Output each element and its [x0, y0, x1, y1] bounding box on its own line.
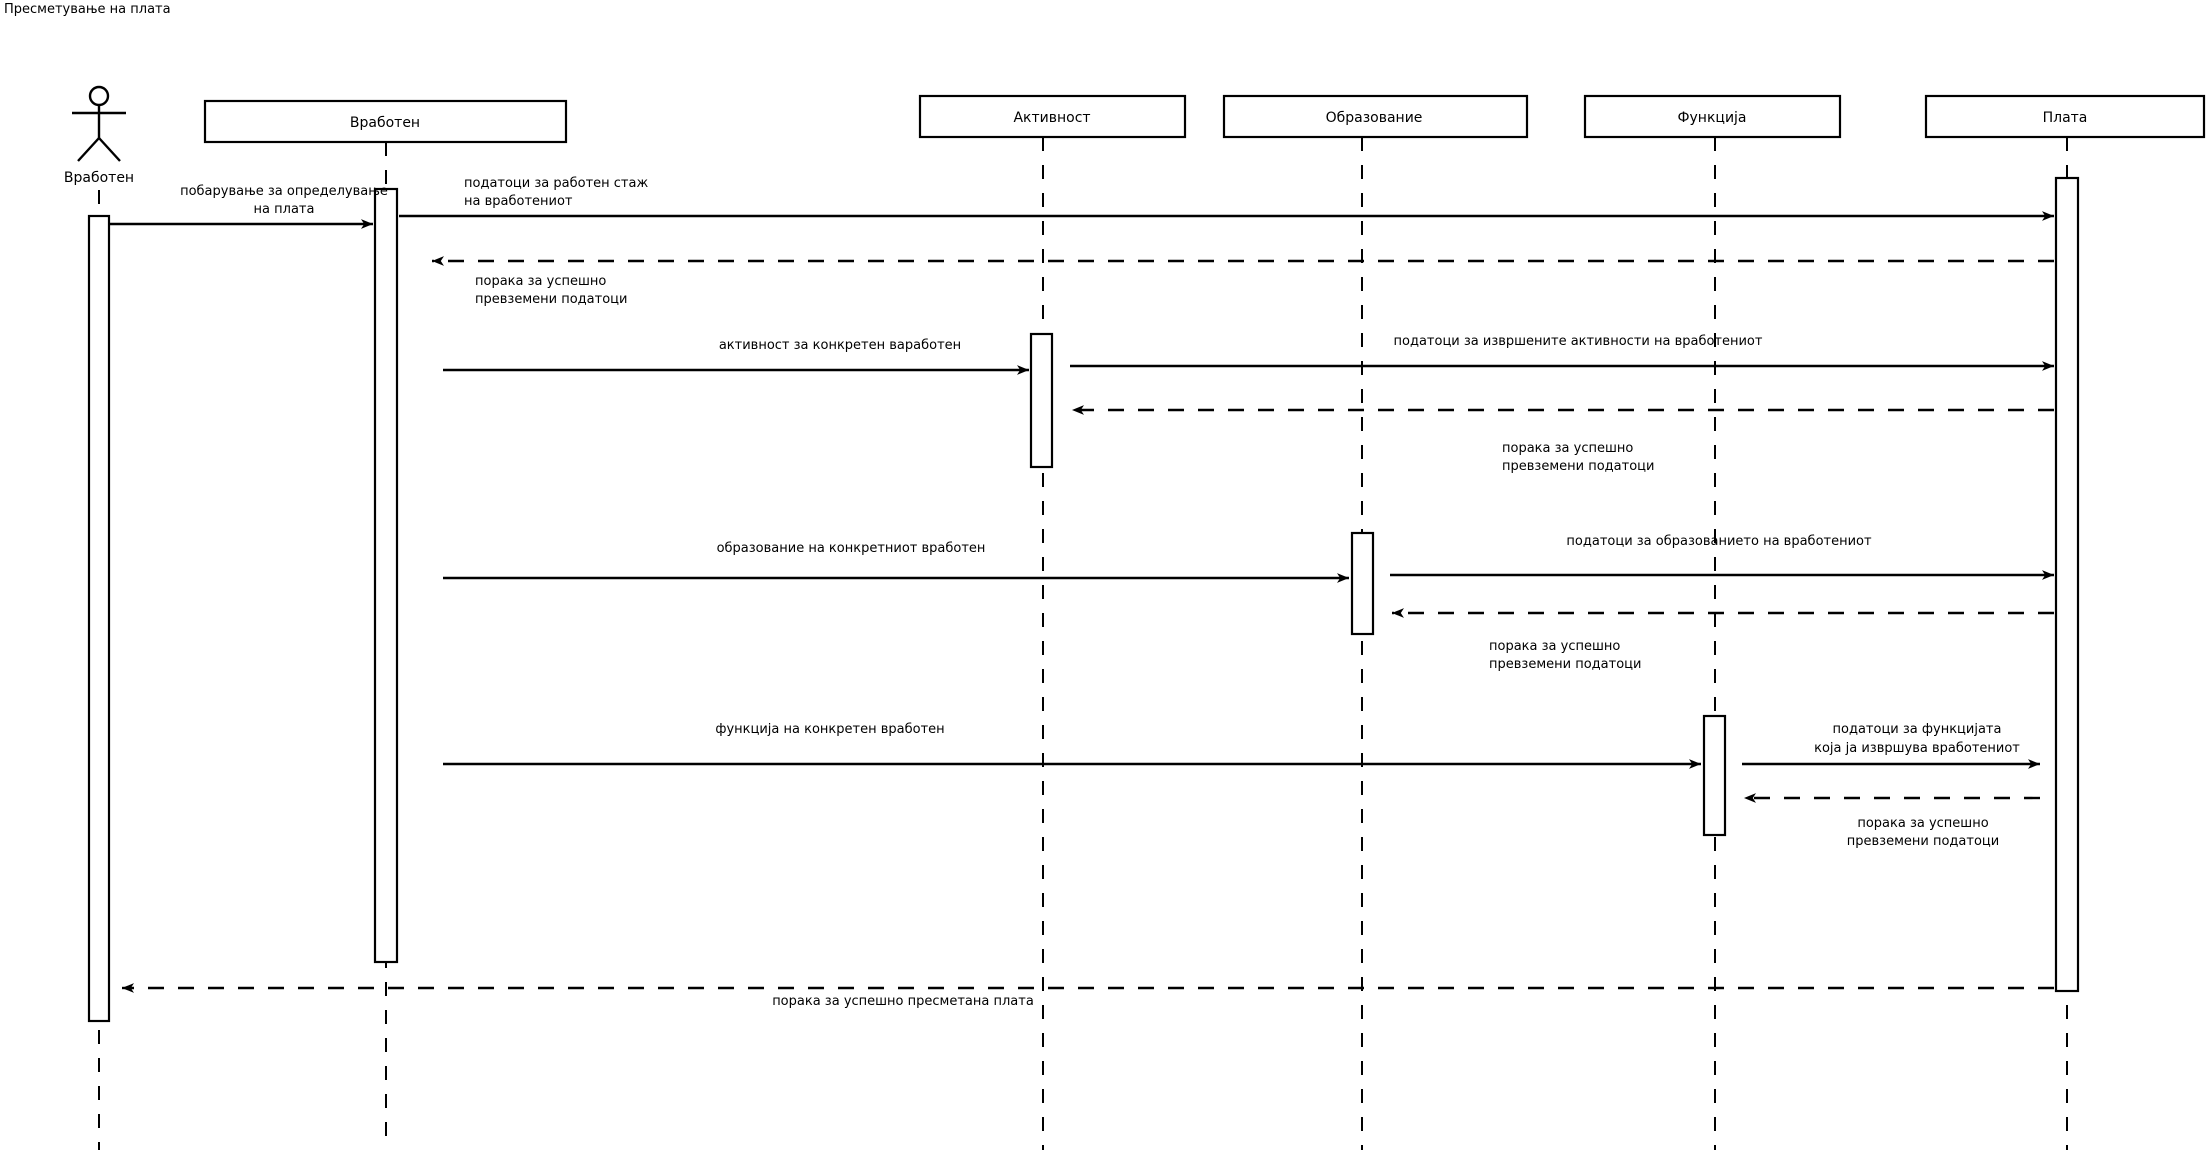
message-m3-label-line1: порака за успешно [475, 274, 606, 289]
message-m6-label-line1: порака за успешно [1502, 441, 1633, 456]
lifeline-label-aktivnost: Активност [1013, 110, 1090, 126]
lifeline-head-aktivnost[interactable]: Активност [918, 94, 1187, 139]
actor-leg-right-icon [98, 137, 121, 162]
activation-bar-funkcija [1702, 714, 1727, 837]
lifeline-label-vraboten: Вработен [350, 115, 420, 131]
lifeline-box-obrazovanie [1222, 94, 1529, 139]
message-m4[interactable]: активност за конкретен ваработен [443, 338, 1029, 375]
message-m3[interactable]: порака за успешно превземени податоци [432, 256, 2054, 307]
message-m2-label-line1: податоци за работен стаж [464, 176, 648, 191]
actor-vraboten[interactable]: Вработен [64, 85, 134, 186]
message-m9-label-line1: порака за успешно [1489, 639, 1620, 654]
message-m5[interactable]: податоци за извршените активности на вра… [1070, 334, 2054, 371]
message-m1[interactable]: побарување за определување на плата [110, 184, 388, 229]
message-m2-label-line2: на вработениот [464, 194, 573, 209]
message-m12-label-line2: превземени податоци [1847, 834, 1999, 849]
activation-bar-actor [87, 214, 111, 1023]
message-m4-label-line1: активност за конкретен ваработен [719, 338, 961, 353]
lifeline-label-funkcija: Функција [1677, 110, 1746, 126]
message-m11[interactable]: податоци за функцијата која ја извршува … [1742, 722, 2040, 769]
message-m9-label-line2: превземени податоци [1489, 657, 1641, 672]
message-m13[interactable]: порака за успешно пресметана плата [122, 983, 2054, 1009]
message-m8[interactable]: податоци за образованието на вработениот [1390, 534, 2054, 580]
message-m9[interactable]: порака за успешно превземени податоци [1392, 608, 2054, 672]
actor-stick-figure-icon [88, 85, 110, 107]
message-m7-label-line1: образование на конкретниот вработен [717, 541, 986, 556]
lifeline-label-obrazovanie: Образование [1326, 110, 1423, 126]
message-m8-label-line1: податоци за образованието на вработениот [1566, 534, 1872, 549]
message-m10[interactable]: функција на конкретен вработен [443, 722, 1701, 769]
message-m6-label-line2: превземени податоци [1502, 459, 1654, 474]
activation-bar-vraboten [373, 187, 399, 964]
message-m1-label-line1: побарување за определување [180, 184, 388, 199]
activation-bar-aktivnost [1029, 332, 1054, 469]
message-m2[interactable]: податоци за работен стаж на вработениот [399, 176, 2054, 221]
message-m11-label-line1: податоци за функцијата [1833, 722, 2002, 737]
lifeline-head-obrazovanie[interactable]: Образование [1222, 94, 1529, 139]
message-m12[interactable]: порака за успешно превземени податоци [1744, 793, 2040, 849]
activation-bar-obrazovanie [1350, 531, 1375, 636]
lifeline-label-plata: Плата [2043, 110, 2088, 126]
lifeline-head-plata[interactable]: Плата [1924, 94, 2206, 139]
message-m6[interactable]: порака за успешно превземени податоци [1072, 405, 2054, 474]
lifeline-box-aktivnost [918, 94, 1187, 139]
lifeline-head-funkcija[interactable]: Функција [1583, 94, 1842, 139]
page-title: Пресметување на плата [4, 2, 171, 17]
message-m12-label-line1: порака за успешно [1857, 816, 1988, 831]
message-m3-label-line2: превземени податоци [475, 292, 627, 307]
message-m1-label-line2: на плата [254, 202, 315, 217]
lifeline-box-plata [1924, 94, 2206, 139]
message-m11-label-line2: која ја извршува вработениот [1814, 741, 2020, 756]
message-m10-label-line1: функција на конкретен вработен [715, 722, 944, 737]
actor-leg-left-icon [77, 137, 100, 162]
activation-bar-plata [2054, 176, 2080, 993]
lifeline-box-funkcija [1583, 94, 1842, 139]
lifeline-head-vraboten[interactable]: Вработен [203, 99, 568, 144]
message-m5-label-line1: податоци за извршените активности на вра… [1394, 334, 1763, 349]
message-m13-label-line1: порака за успешно пресметана плата [772, 994, 1034, 1009]
lifeline-box-vraboten [203, 99, 568, 144]
actor-label: Вработен [64, 170, 134, 186]
message-m7[interactable]: образование на конкретниот вработен [443, 541, 1349, 583]
